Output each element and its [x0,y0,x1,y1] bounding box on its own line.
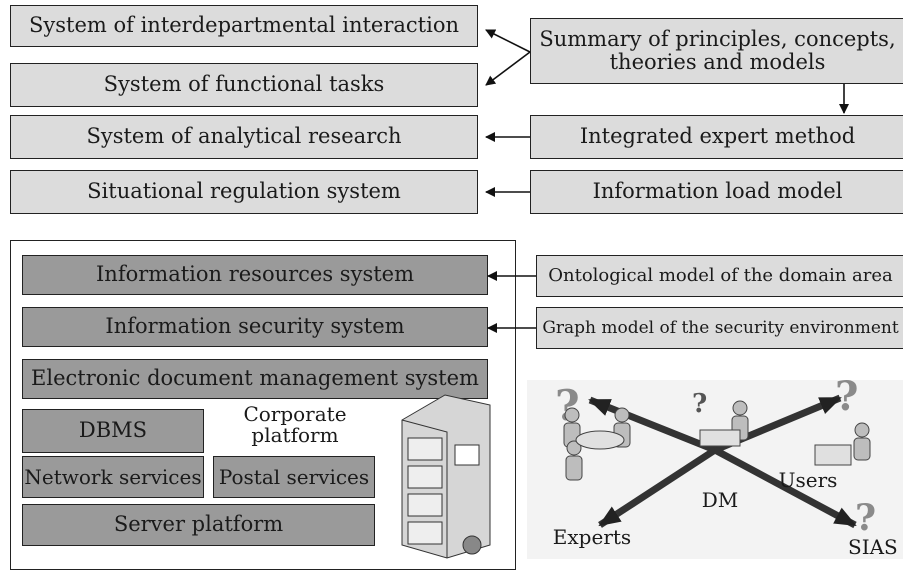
box-label: Graph model of the security environment [542,317,899,338]
box-information-resources: Information resources system [22,255,488,295]
box-label: Network services [24,465,202,489]
box-label: DBMS [78,418,148,443]
label-users: Users [778,468,838,492]
box-graph-model: Graph model of the security environment [536,307,903,349]
box-ontological-model: Ontological model of the domain area [536,255,903,297]
box-information-security: Information security system [22,307,488,347]
box-postal-services: Postal services [213,456,375,498]
label-experts: Experts [552,525,632,549]
box-dbms: DBMS [22,409,204,453]
box-electronic-document-management: Electronic document management system [22,359,488,399]
arrow-icon [713,446,857,529]
person-icon [699,400,749,447]
box-server-platform: Server platform [22,504,375,546]
box-label: Integrated expert method [579,124,856,149]
label-sias: SIAS [848,535,898,559]
box-label: System of interdepartmental interaction [29,13,459,38]
arrow-icon [588,396,717,454]
server-rack-icon [401,394,491,559]
box-label: Summary of principles, concepts, theorie… [539,26,896,74]
label-dm: DM [701,488,739,512]
box-situational-regulation: Situational regulation system [10,170,478,214]
box-label: Information load model [592,179,843,204]
box-label: Situational regulation system [87,179,401,204]
question-mark-icon: ? [692,389,707,419]
box-label: Server platform [113,512,284,537]
question-mark-icon: ? [855,497,876,539]
illustration: ? ? ? ? [527,373,903,559]
person-icon [563,407,631,481]
question-mark-icon: ? [555,381,580,430]
arrow-to-functional [485,51,531,86]
person-icon [814,422,871,466]
box-network-services: Network services [22,456,204,498]
box-integrated-expert-method: Integrated expert method [530,115,903,159]
box-interdepartmental-interaction: System of interdepartmental interaction [10,5,478,47]
box-label: Information security system [105,314,405,339]
arrow-to-interdepartmental [485,29,531,53]
box-analytical-research: System of analytical research [10,115,478,159]
box-label: System of analytical research [86,124,402,149]
box-label: Information resources system [96,262,414,287]
box-summary-principles: Summary of principles, concepts, theorie… [530,18,903,84]
arrow-icon [598,447,717,528]
box-label: System of functional tasks [103,72,385,97]
box-label: Electronic document management system [31,366,479,391]
corporate-platform-label: Corporate platform [243,402,347,447]
box-information-load-model: Information load model [530,170,903,214]
box-label: Ontological model of the domain area [548,265,893,287]
box-functional-tasks: System of functional tasks [10,63,478,107]
question-mark-icon: ? [835,373,858,420]
box-label: Postal services [218,465,370,489]
